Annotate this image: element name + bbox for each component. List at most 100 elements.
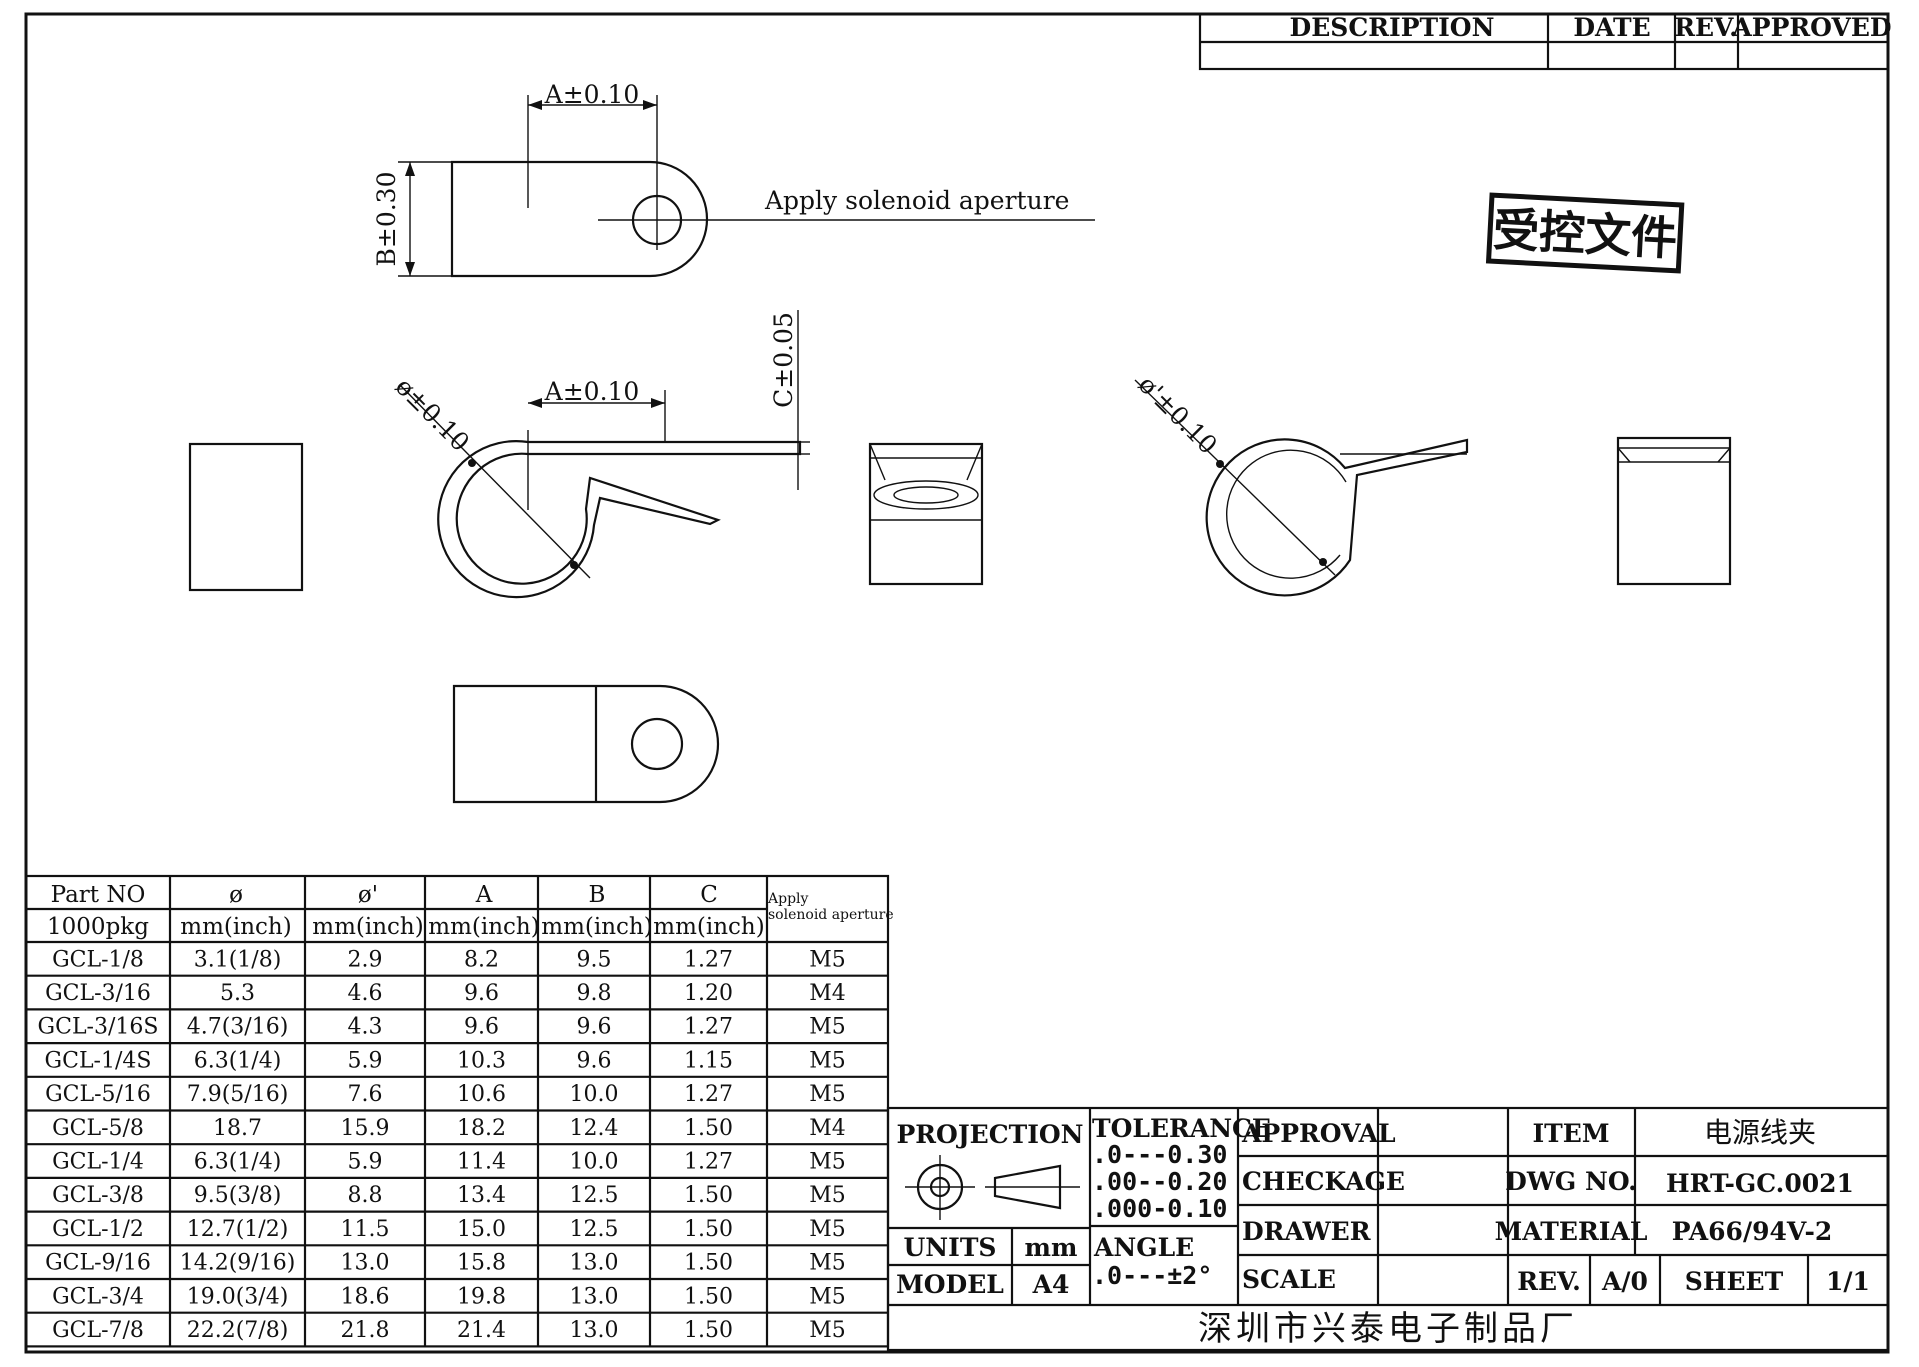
header-phi: ø (229, 882, 243, 908)
table-cell: 7.6 (348, 1082, 383, 1107)
table-cell: 8.8 (348, 1183, 383, 1208)
drawing-frame (24, 12, 1890, 1354)
table-cell: M5 (809, 1183, 846, 1208)
table-cell: 4.6 (348, 981, 383, 1006)
table-cell: GCL-3/16S (38, 1015, 159, 1040)
table-cell: M5 (809, 1082, 846, 1107)
material-label: MATERIAL (1495, 1217, 1648, 1246)
left-end-view (188, 442, 304, 592)
model-label: MODEL (896, 1270, 1004, 1299)
side-view-dim-a: A±0.10 (544, 377, 640, 406)
table-cell: GCL-5/16 (45, 1082, 151, 1107)
table-cell: 1.50 (684, 1116, 733, 1141)
units-value: mm (1025, 1233, 1078, 1262)
model-value: A4 (1032, 1270, 1070, 1299)
controlled-document-stamp: 受控文件 (1485, 192, 1685, 274)
projection-label: PROJECTION (896, 1120, 1083, 1149)
header-unit-phi-prime: mm(inch) (312, 914, 423, 940)
side-view-dim-phi: ø±0.10 (390, 372, 475, 457)
table-cell: 14.2(9/16) (180, 1251, 296, 1276)
table-cell: 12.5 (570, 1217, 619, 1242)
rev-header-rev: REV. (1674, 13, 1738, 42)
table-cell: 13.4 (457, 1183, 506, 1208)
table-cell: 1.27 (684, 1015, 733, 1040)
drawer-label: DRAWER (1242, 1217, 1371, 1246)
middle-end-view (868, 442, 984, 586)
top-view-dim-b: B±0.30 (372, 172, 401, 267)
table-cell: 19.8 (457, 1284, 506, 1309)
table-row: GCL-3/8 9.5(3/8) 8.8 13.4 12.5 1.50 M5 (52, 1183, 846, 1208)
table-cell: 11.5 (341, 1217, 390, 1242)
table-cell: 9.5 (577, 947, 612, 972)
table-cell: 9.8 (577, 981, 612, 1006)
table-cell: 13.0 (341, 1251, 390, 1276)
header-unit-c: mm(inch) (653, 914, 764, 940)
table-cell: 18.6 (341, 1284, 390, 1309)
stamp-text: 受控文件 (1492, 202, 1679, 266)
tolerance-line-2: .00--0.20 (1092, 1167, 1227, 1196)
table-cell: 12.5 (570, 1183, 619, 1208)
table-cell: M5 (809, 1015, 846, 1040)
rev-value: A/0 (1601, 1267, 1648, 1296)
item-value: 电源线夹 (1704, 1116, 1816, 1149)
table-cell: 15.8 (457, 1251, 506, 1276)
sheet-value: 1/1 (1826, 1267, 1870, 1296)
aperture-note: Apply solenoid aperture (764, 186, 1069, 215)
table-cell: 1.50 (684, 1318, 733, 1343)
company-name: 深圳市兴泰电子制品厂 (1198, 1309, 1578, 1349)
table-cell: 5.9 (348, 1149, 383, 1174)
table-cell: 1.50 (684, 1251, 733, 1276)
header-c: C (700, 882, 718, 908)
table-cell: 2.9 (348, 947, 383, 972)
table-cell: GCL-3/8 (52, 1183, 144, 1208)
table-cell: 9.6 (464, 981, 499, 1006)
table-cell: 10.3 (457, 1048, 506, 1073)
table-cell: M5 (809, 1318, 846, 1343)
tolerance-line-3: .000-0.10 (1092, 1194, 1227, 1223)
table-cell: 21.8 (341, 1318, 390, 1343)
header-phi-prime: ø' (358, 882, 378, 908)
dwg-label: DWG NO. (1505, 1167, 1637, 1196)
table-cell: 13.0 (570, 1318, 619, 1343)
table-cell: 18.2 (457, 1116, 506, 1141)
table-cell: 9.5(3/8) (194, 1183, 282, 1208)
top-view: Apply solenoid aperture A±0.10 B±0.30 (372, 80, 1095, 278)
table-cell: 9.6 (577, 1048, 612, 1073)
table-cell: GCL-7/8 (52, 1318, 144, 1343)
table-cell: 10.0 (570, 1082, 619, 1107)
table-cell: GCL-5/8 (52, 1116, 144, 1141)
table-cell: GCL-9/16 (45, 1251, 151, 1276)
tolerance-line-1: .0---0.30 (1092, 1140, 1227, 1169)
table-cell: 5.9 (348, 1048, 383, 1073)
table-cell: 22.2(7/8) (187, 1318, 289, 1343)
header-part-no: Part NO (51, 882, 146, 908)
table-cell: 12.7(1/2) (187, 1217, 289, 1242)
third-angle-projection-symbol (905, 1155, 1080, 1220)
header-pkg: 1000pkg (47, 914, 149, 940)
table-cell: 6.3(1/4) (194, 1149, 282, 1174)
size-table-grid (24, 874, 890, 1348)
revision-block: DESCRIPTION DATE REV. APPROVED (1198, 12, 1892, 71)
table-cell: 7.9(5/16) (187, 1082, 289, 1107)
table-cell: 8.2 (464, 947, 499, 972)
table-cell: GCL-1/4S (45, 1048, 152, 1073)
table-cell: 5.3 (220, 981, 255, 1006)
top-view-dim-a: A±0.10 (544, 80, 640, 109)
table-cell: GCL-3/4 (52, 1284, 144, 1309)
table-cell: GCL-3/16 (45, 981, 151, 1006)
side-view-dim-phi-prime: ø'±0.10 (1133, 370, 1223, 460)
table-cell: 1.50 (684, 1183, 733, 1208)
table-cell: 10.6 (457, 1082, 506, 1107)
tolerance-label: TOLERANCE (1092, 1114, 1271, 1143)
